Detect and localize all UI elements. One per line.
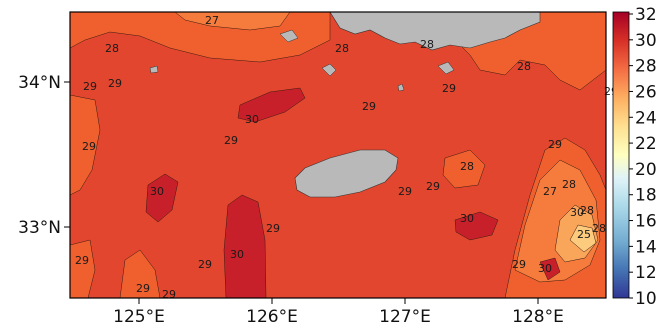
contour-label: 29 [224,134,238,147]
contour-label: 30 [230,248,244,261]
contour-label: 29 [162,288,176,301]
lat-label: 34°N [18,73,61,93]
colorbar-tick-label: 10 [635,289,657,309]
contour-label: 30 [245,113,259,126]
region-30-d [454,211,499,241]
lat-label: 33°N [18,218,61,238]
lat-labels: 34°N 33°N [18,73,61,238]
contour-label: 28 [562,178,576,191]
contour-label: 29 [198,258,212,271]
lon-label: 127°E [379,307,431,326]
colorbar-tick-label: 16 [635,212,657,232]
contour-label: 28 [105,42,119,55]
contour-label: 29 [83,80,97,93]
contour-label: 30 [570,206,584,219]
region-28-sw [70,239,96,298]
contour-label: 29 [426,180,440,193]
region-27-north [174,12,291,31]
island-2 [437,61,455,75]
region-30-b [145,173,179,223]
contour-label: 29 [398,185,412,198]
colorbar-tick-label: 24 [635,108,657,128]
korean-coast [329,12,541,51]
colorbar-tick-label: 32 [635,5,657,25]
contour-label: 28 [592,222,606,235]
colorbar-tick-label: 14 [635,237,657,257]
island-4 [279,29,299,43]
colorbar-tick-label: 30 [635,31,657,51]
region-28-south1 [119,249,161,298]
lon-label: 128°E [512,307,564,326]
map-frame [69,11,607,299]
colorbar-tick-label: 22 [635,134,657,154]
contour-label: 29 [75,254,89,267]
contour-label: 29 [512,258,526,271]
island-5 [397,83,405,92]
region-25-eddy [569,224,597,253]
colorbar-tick-label: 28 [635,57,657,77]
contour-label: 29 [362,100,376,113]
region-28-east [442,149,486,189]
island-1 [321,63,337,77]
colorbar-gradient [612,11,630,299]
region-28-west [70,94,101,196]
contour-label: 28 [420,38,434,51]
island-3 [149,65,159,74]
map-body [70,12,606,298]
contour-label: 25 [577,228,591,241]
contour-label: 28 [335,42,349,55]
jeju-island [294,149,399,198]
colorbar: 32 30 28 26 24 22 20 18 16 14 12 10 [612,5,657,309]
contour-label: 27 [205,14,219,27]
lat-ticks [64,81,70,228]
contour-label: 30 [460,212,474,225]
colorbar-tick-label: 18 [635,186,657,206]
contour-label: 30 [538,262,552,275]
contour-label: 29 [108,77,122,90]
lon-ticks [138,298,539,304]
region-30-a [237,87,306,123]
contour-label: 29 [266,222,280,235]
colorbar-tick-label: 20 [635,160,657,180]
lon-label: 126°E [246,307,298,326]
lon-labels: 125°E 126°E 127°E 128°E [113,307,564,326]
region-30-e [539,257,561,281]
contour-label: 29 [548,138,562,151]
contour-label: 28 [517,60,531,73]
contour-label: 28 [460,160,474,173]
contour-label: 29 [136,282,150,295]
contour-label: 28 [580,204,594,217]
contour-labels: 27 28 29 29 29 30 28 28 29 29 28 29 29 2… [75,14,618,301]
contour-label: 27 [543,185,557,198]
region-30-c [223,194,267,298]
contour-label: 29 [442,82,456,95]
colorbar-tick-label: 12 [635,263,657,283]
colorbar-ticks: 32 30 28 26 24 22 20 18 16 14 12 10 [629,5,657,309]
colorbar-tick-label: 26 [635,82,657,102]
lon-label: 125°E [113,307,165,326]
contour-label: 29 [82,140,96,153]
contour-label: 30 [150,185,164,198]
